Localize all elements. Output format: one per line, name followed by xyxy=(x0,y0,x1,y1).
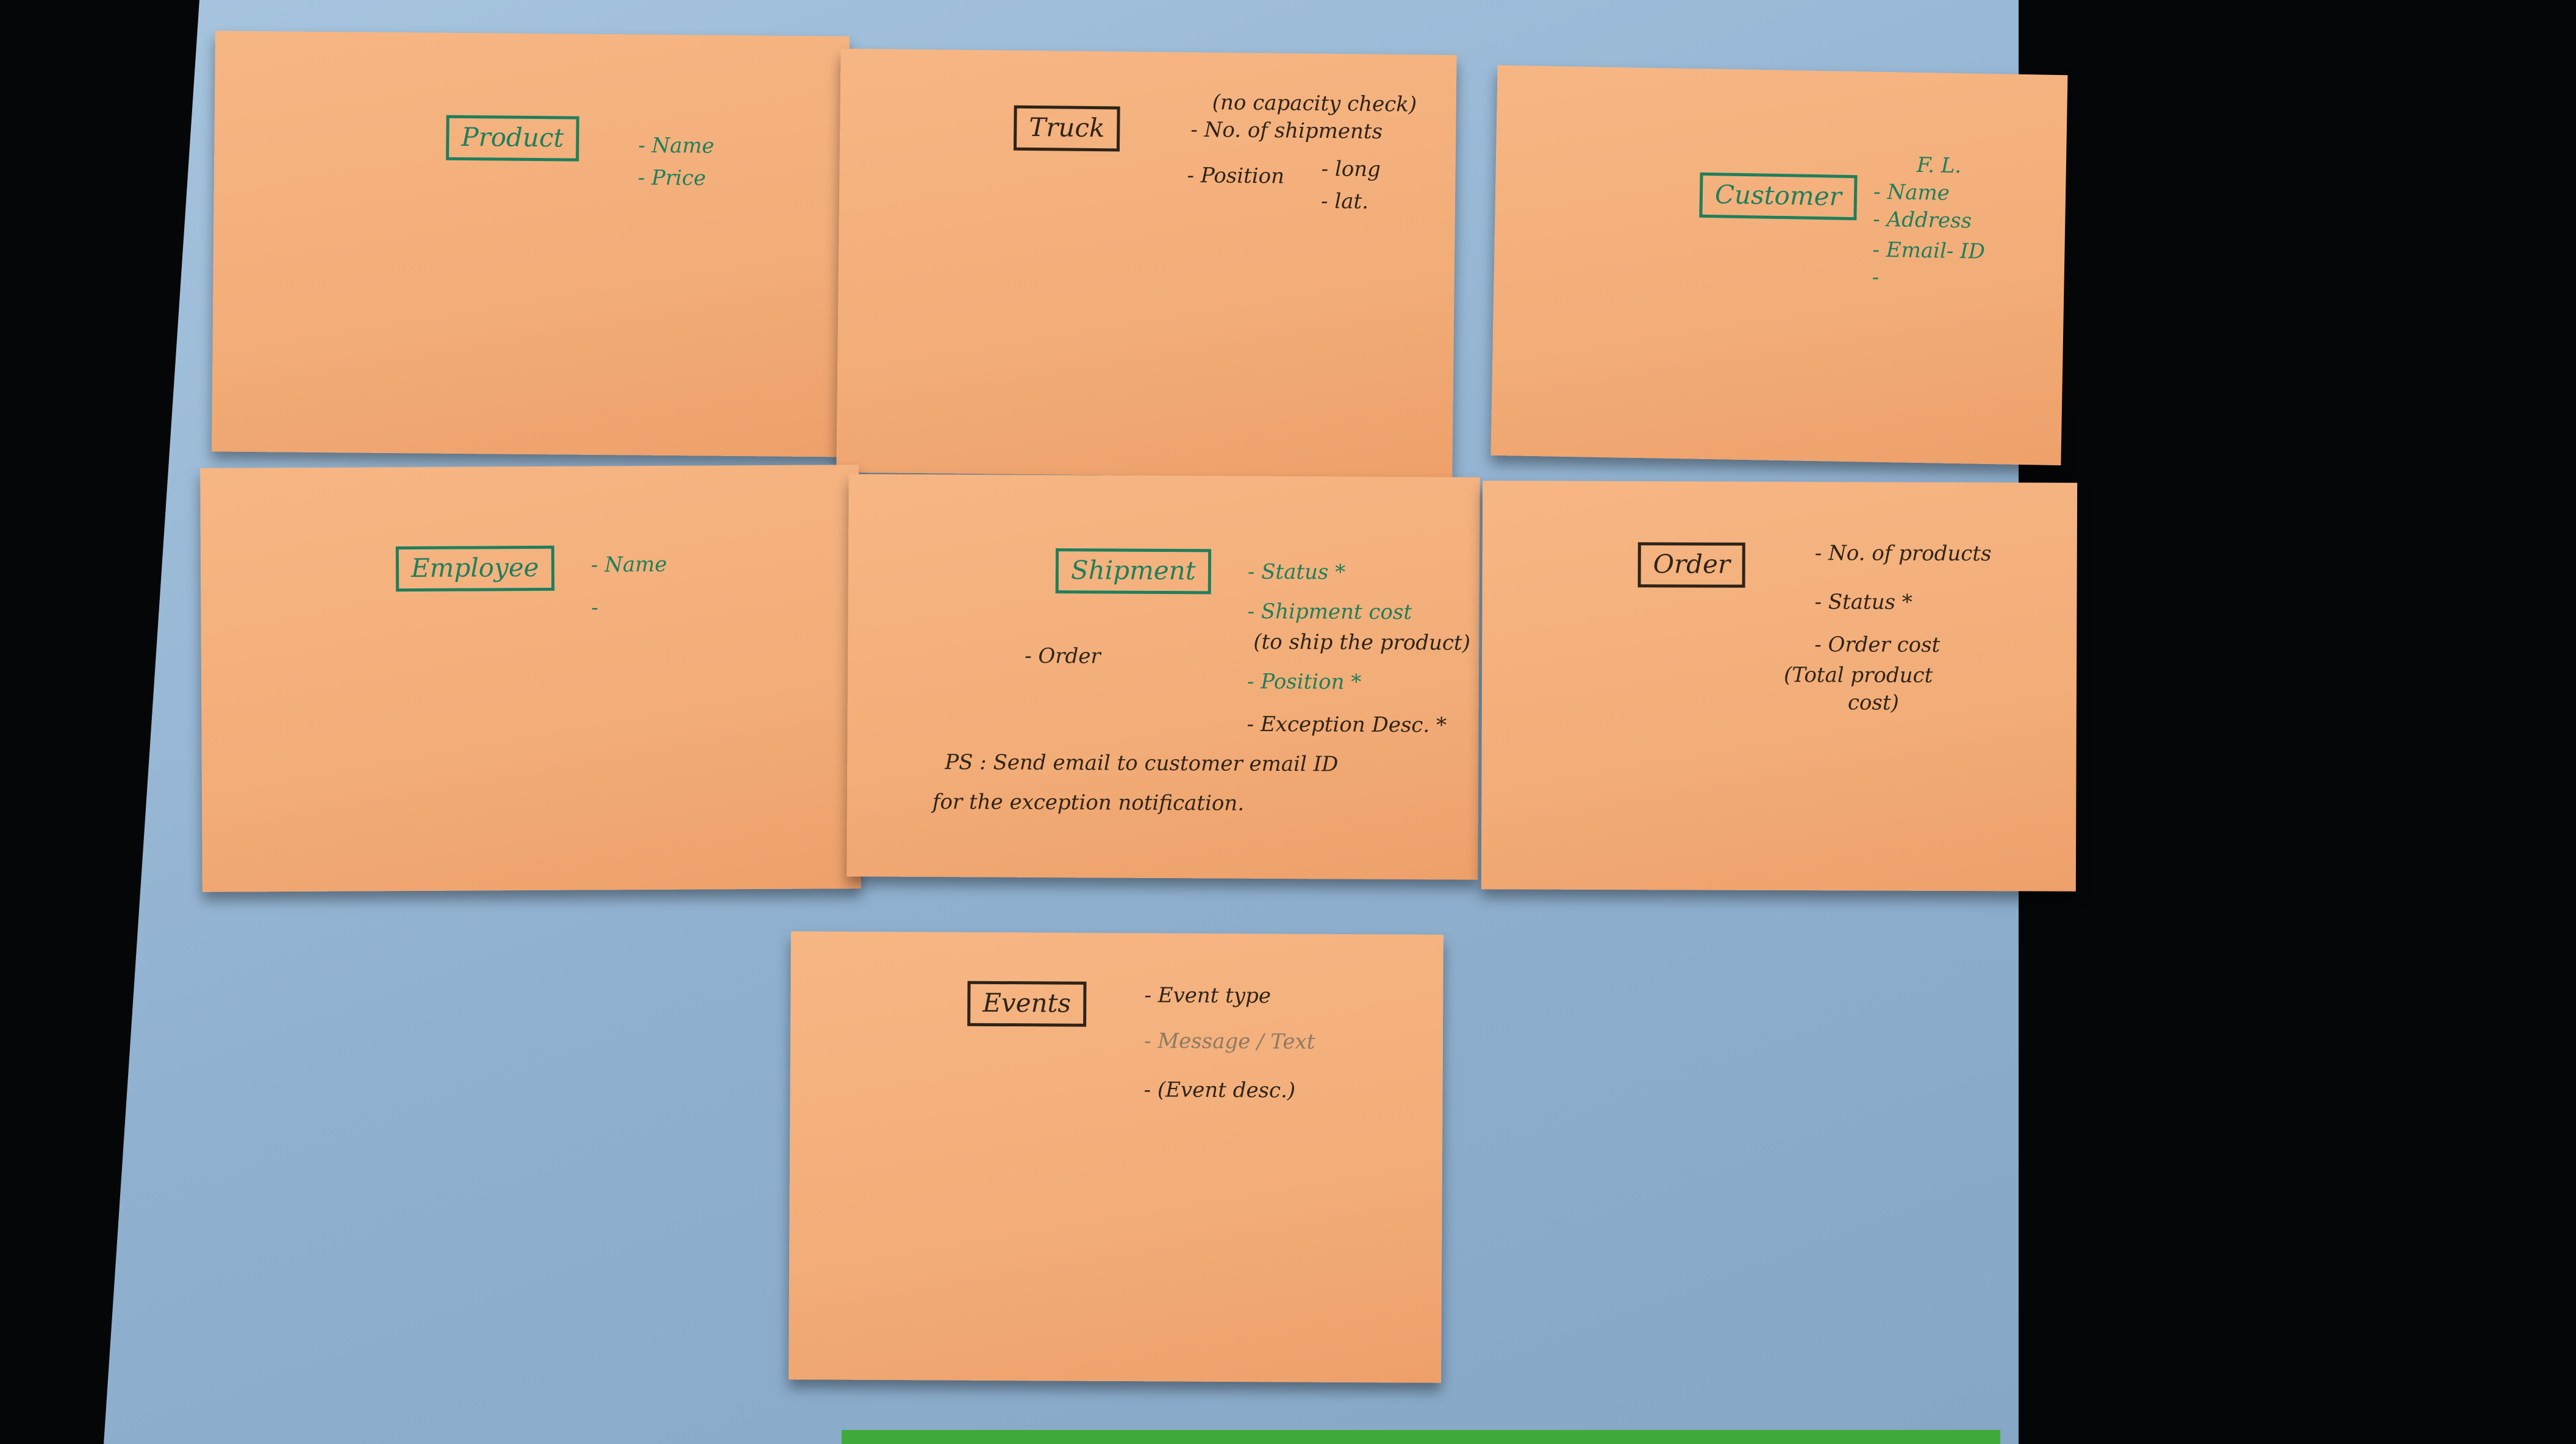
events-desc: - (Event desc.) xyxy=(1143,1078,1296,1103)
customer-attr-address: - Address xyxy=(1872,207,1972,234)
shipment-cost-note: (to ship the product) xyxy=(1253,629,1471,656)
truck-title: Truck xyxy=(1013,105,1120,152)
employee-attr-name: - Name xyxy=(590,552,667,577)
customer-note: Customer F. L. - Name - Address - Email-… xyxy=(1490,65,2068,466)
customer-attr-name: - Name xyxy=(1873,179,1950,206)
product-attr-price: - Price xyxy=(637,165,706,191)
customer-title: Customer xyxy=(1699,172,1858,221)
truck-position-long: - long xyxy=(1321,156,1381,182)
shipment-exception: - Exception Desc. * xyxy=(1247,712,1447,738)
order-cost: - Order cost xyxy=(1814,632,1941,657)
product-note: Product - Name - Price xyxy=(212,30,850,457)
truck-position: - Position xyxy=(1187,163,1285,189)
events-note: Events - Event type - Message / Text - (… xyxy=(789,931,1444,1383)
events-message: - Message / Text xyxy=(1143,1029,1315,1054)
events-type: - Event type xyxy=(1144,983,1272,1009)
shipment-position: - Position * xyxy=(1247,669,1362,695)
customer-attr-blank: - xyxy=(1872,265,1880,290)
employee-title: Employee xyxy=(395,545,554,592)
product-title: Product xyxy=(446,115,579,162)
order-products: - No. of products xyxy=(1814,541,1992,567)
shipment-ps-line1: PS : Send email to customer email ID xyxy=(945,750,1339,777)
shipment-note: Shipment - Order - Status * - Shipment c… xyxy=(846,474,1480,880)
shipment-status: - Status * xyxy=(1247,559,1346,585)
order-cost-note1: (Total product xyxy=(1783,663,1933,688)
order-title: Order xyxy=(1637,542,1746,588)
truck-position-lat: - lat. xyxy=(1320,188,1369,214)
product-attr-name: - Name xyxy=(638,133,715,159)
events-title: Events xyxy=(967,981,1087,1027)
green-strip xyxy=(842,1430,2000,1444)
truck-note: Truck (no capacity check) - No. of shipm… xyxy=(836,48,1457,479)
truck-capacity-note: (no capacity check) xyxy=(1212,90,1417,117)
shipment-order: - Order xyxy=(1025,643,1101,669)
order-note: Order - No. of products - Status * - Ord… xyxy=(1481,481,2078,892)
truck-shipments: - No. of shipments xyxy=(1190,117,1383,145)
customer-attr-fl: F. L. xyxy=(1916,152,1962,179)
order-status: - Status * xyxy=(1814,590,1912,615)
shipment-cost: - Shipment cost xyxy=(1247,599,1412,625)
shipment-title: Shipment xyxy=(1055,548,1211,595)
employee-attr-blank: - xyxy=(591,595,598,620)
employee-note: Employee - Name - xyxy=(200,465,861,892)
order-cost-note2: cost) xyxy=(1847,690,1899,715)
shipment-ps-line2: for the exception notification. xyxy=(932,790,1245,816)
customer-attr-email: - Email- ID xyxy=(1872,237,1986,264)
